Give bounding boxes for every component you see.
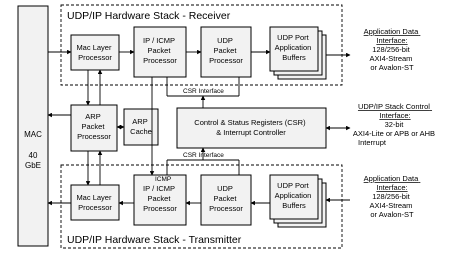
arp-cache-label: ARP Cache [130,117,152,136]
csr-interrupt-controller [176,107,327,149]
tx-mac-layer-processor-label: Mac Layer Processor [76,193,113,212]
tx-buffer-stack-front [269,174,319,220]
rx-udp-packet-processor [200,26,252,78]
mac-label: MAC [24,130,42,139]
rx-application-data-interface: Application Data Interface: 128/256-bit … [364,27,421,72]
rx-buffer-stack-front [269,26,319,72]
rx-mac-layer-processor-label: Mac Layer Processor [76,43,113,62]
mac-unit: GbE [25,161,41,170]
control-interface-title: UDP/IP Stack Control Interface: [358,102,432,120]
tx-mac-layer-processor [70,184,120,221]
csr-interrupt-controller-label: Control & Status Registers (CSR) & Inter… [194,118,307,137]
transmitter-stack-group [60,164,343,249]
receiver-stack-group [60,4,343,86]
rx-app-interface-details: 128/256-bit AXI4-Stream or Avalon-ST [369,45,414,72]
csr-interface-top-label: CSR Interface [183,88,224,95]
mac-speed: 40 [29,151,38,160]
csr-interface-bottom-label: CSR Interface [183,152,224,159]
tx-ip-icmp-packet-processor-label: IP / ICMP Packet Processor [143,184,177,213]
arp-packet-processor-label: ARP Packet Processor [77,112,111,141]
icmp-link-label: ICMP [155,176,171,183]
tx-udp-packet-processor-label: UDP Packet Processor [209,184,243,213]
stack-control-interface: UDP/IP Stack Control Interface: 32-bit A… [353,102,437,147]
receiver-stack-title: UDP/IP Hardware Stack - Receiver [67,10,231,22]
tx-app-interface-title: Application Data Interface: [364,174,421,192]
tx-application-data-interface: Application Data Interface: 128/256-bit … [364,174,421,219]
tx-udp-port-application-buffers-label: UDP Port Application Buffers [275,181,314,210]
rx-app-interface-title: Application Data Interface: [364,27,421,45]
tx-udp-packet-processor [200,174,252,226]
rx-ip-icmp-packet-processor-label: IP / ICMP Packet Processor [143,36,177,65]
rx-udp-port-application-buffers: UDP Port Application Buffers [269,26,327,80]
tx-ip-icmp-packet-processor [133,174,187,226]
control-interface-details: 32-bit AXI4-Lite or APB or AHB Interrupt [353,120,437,147]
transmitter-stack-title: UDP/IP Hardware Stack - Transmitter [67,234,242,246]
tx-app-interface-details: 128/256-bit AXI4-Stream or Avalon-ST [369,192,414,219]
arp-packet-processor [70,104,118,152]
mac-40gbe-block [17,5,49,247]
rx-udp-packet-processor-label: UDP Packet Processor [209,36,243,65]
rx-udp-port-application-buffers-label: UDP Port Application Buffers [275,33,314,62]
tx-udp-port-application-buffers: UDP Port Application Buffers [269,174,327,228]
